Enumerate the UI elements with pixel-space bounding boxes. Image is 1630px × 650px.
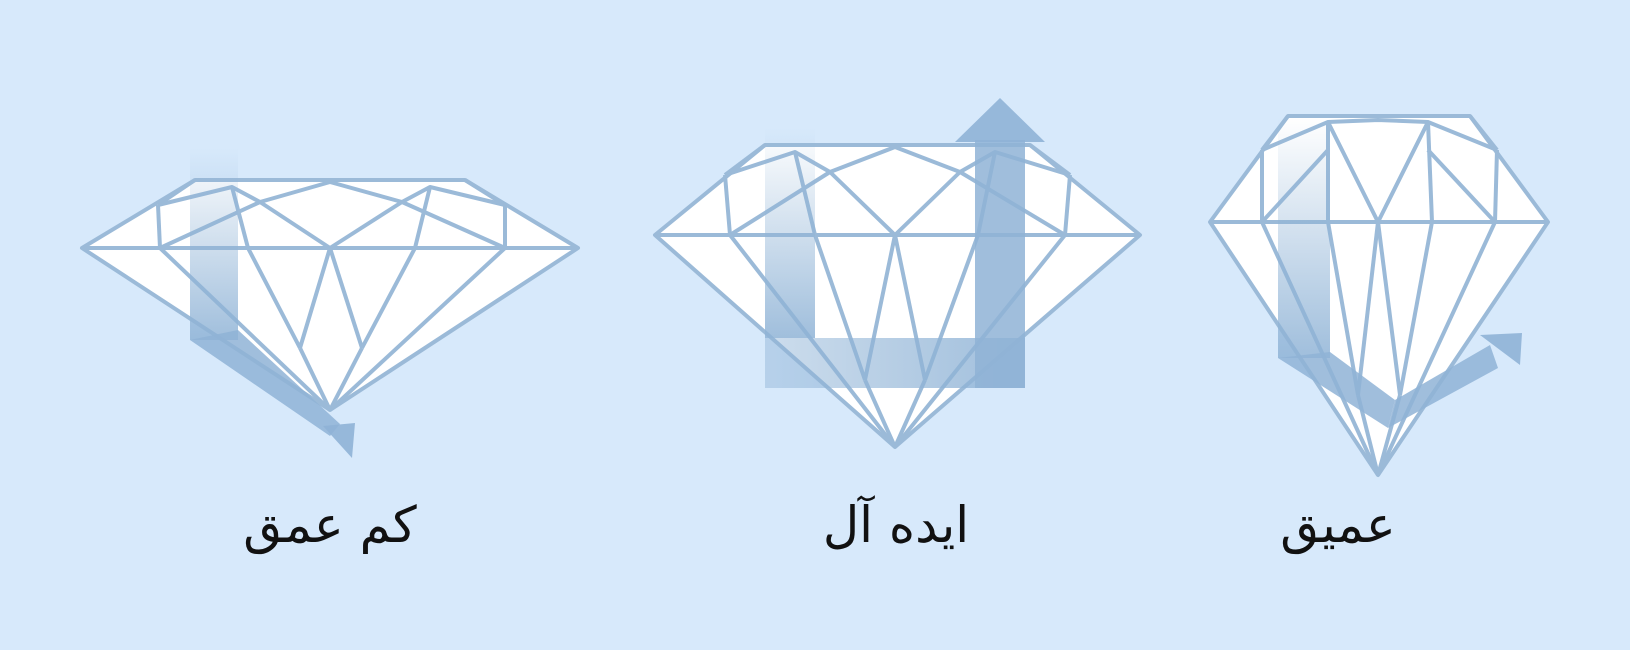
shallow-diamond-outline	[80, 178, 580, 412]
deep-light-path	[1278, 118, 1522, 428]
deep-cut-label: عمیق	[1280, 496, 1396, 554]
ideal-cut-label: ایده آل	[822, 496, 970, 554]
ideal-diamond-outline	[653, 143, 1142, 449]
shallow-light-path	[190, 148, 355, 458]
shallow-cut-label: کم عمق	[243, 496, 417, 554]
shallow-diamond	[80, 148, 580, 458]
ideal-diamond	[653, 98, 1142, 449]
deep-diamond	[1208, 114, 1550, 477]
ideal-light-path	[765, 98, 1045, 388]
